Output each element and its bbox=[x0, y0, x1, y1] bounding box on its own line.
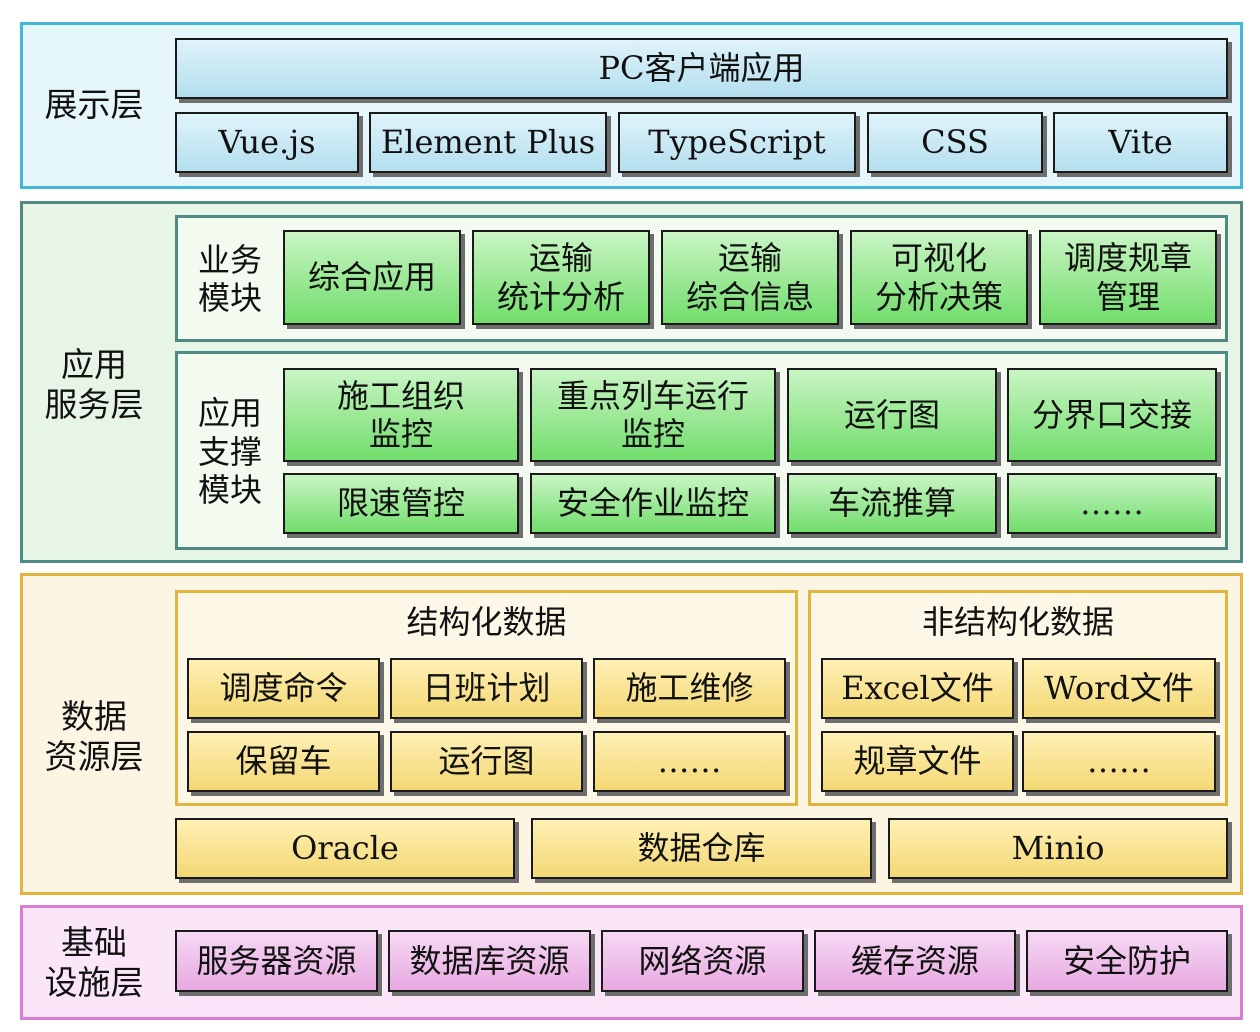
support-item-traffic-flow: 车流推算 bbox=[787, 473, 997, 534]
structured-item-train-diagram: 运行图 bbox=[390, 731, 583, 792]
presentation-layer-label: 展示层 bbox=[44, 85, 144, 125]
tech-vite-box: Vite bbox=[1053, 112, 1228, 173]
business-item-comprehensive-app: 综合应用 bbox=[283, 230, 461, 325]
infra-item-server: 服务器资源 bbox=[175, 930, 378, 992]
structured-item-shift-plan: 日班计划 bbox=[390, 658, 583, 719]
infra-item-database: 数据库资源 bbox=[388, 930, 591, 992]
business-module-label: 业务 模块 bbox=[197, 240, 262, 317]
unstructured-data-title: 非结构化数据 bbox=[921, 602, 1114, 641]
business-item-dispatch-rules: 调度规章 管理 bbox=[1039, 230, 1217, 325]
support-item-construction-monitor: 施工组织 监控 bbox=[283, 368, 519, 462]
infrastructure-layer-label: 基础 设施层 bbox=[44, 923, 144, 1002]
business-item-transport-statistics: 运输 统计分析 bbox=[472, 230, 650, 325]
store-data-warehouse: 数据仓库 bbox=[531, 818, 872, 879]
structured-item-reserved-car: 保留车 bbox=[187, 731, 380, 792]
unstructured-item-more: …… bbox=[1022, 731, 1216, 792]
support-item-key-train-monitor: 重点列车运行 监控 bbox=[530, 368, 776, 462]
store-oracle: Oracle bbox=[175, 818, 515, 879]
business-item-visual-decision: 可视化 分析决策 bbox=[850, 230, 1028, 325]
structured-item-maintenance: 施工维修 bbox=[593, 658, 786, 719]
support-item-speed-limit: 限速管控 bbox=[283, 473, 519, 534]
structured-item-dispatch-order: 调度命令 bbox=[187, 658, 380, 719]
unstructured-item-word: Word文件 bbox=[1022, 658, 1216, 719]
business-item-transport-info: 运输 综合信息 bbox=[661, 230, 839, 325]
infra-item-network: 网络资源 bbox=[601, 930, 804, 992]
data-resource-layer-label: 数据 资源层 bbox=[44, 697, 144, 776]
tech-css-box: CSS bbox=[867, 112, 1043, 173]
support-module-label: 应用 支撑 模块 bbox=[197, 394, 262, 510]
support-item-more: …… bbox=[1007, 473, 1217, 534]
tech-element-plus-box: Element Plus bbox=[369, 112, 607, 173]
structured-item-more: …… bbox=[593, 731, 786, 792]
unstructured-item-rules: 规章文件 bbox=[821, 731, 1014, 792]
structured-data-title: 结构化数据 bbox=[406, 602, 567, 641]
unstructured-item-excel: Excel文件 bbox=[821, 658, 1014, 719]
support-item-boundary-handover: 分界口交接 bbox=[1007, 368, 1217, 462]
infra-item-cache: 缓存资源 bbox=[814, 930, 1016, 992]
support-item-safety-monitor: 安全作业监控 bbox=[530, 473, 776, 534]
support-item-train-diagram: 运行图 bbox=[787, 368, 997, 462]
store-minio: Minio bbox=[888, 818, 1228, 879]
tech-vuejs-box: Vue.js bbox=[175, 112, 359, 173]
pc-client-app-box: PC客户端应用 bbox=[175, 38, 1228, 99]
infra-item-security: 安全防护 bbox=[1026, 930, 1228, 992]
tech-typescript-box: TypeScript bbox=[618, 112, 856, 173]
application-service-layer-label: 应用 服务层 bbox=[44, 345, 144, 424]
